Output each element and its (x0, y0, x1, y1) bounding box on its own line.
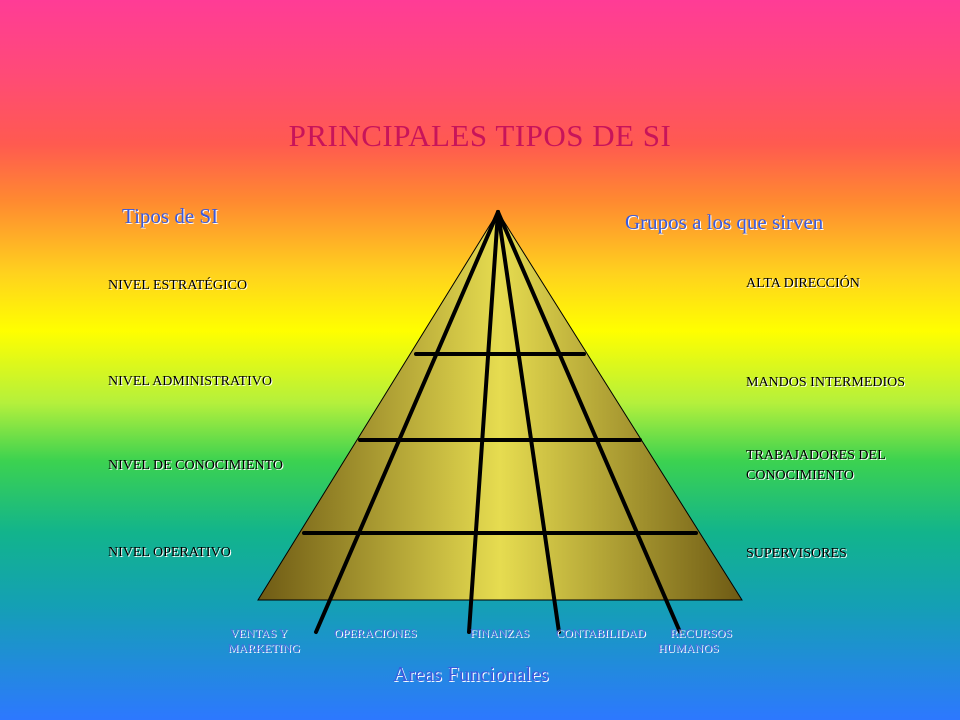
area-operations: OPERACIONES (334, 626, 417, 641)
pyramid-shape (257, 211, 743, 601)
area-label: RECURSOS (670, 626, 733, 640)
area-line-1 (314, 210, 500, 634)
pyramid-lines (302, 210, 698, 634)
group-knowledge-workers-line2: CONOCIMIENTO (746, 468, 854, 483)
level-knowledge: NIVEL DE CONOCIMIENTO (108, 458, 283, 473)
area-label: MARKETING (228, 641, 300, 655)
area-line-2 (467, 210, 500, 634)
group-knowledge-workers-line1: TRABAJADORES DEL (746, 448, 886, 463)
level-strategic: NIVEL ESTRATÉGICO (108, 278, 248, 293)
area-line-3 (496, 210, 561, 634)
area-human-resources: RECURSOS HUMANOS (658, 626, 732, 656)
page-title: PRINCIPALES TIPOS DE SI (288, 118, 672, 153)
level-administrative: NIVEL ADMINISTRATIVO (108, 374, 272, 389)
bottom-heading: Areas Funcionales (393, 662, 549, 686)
area-finance: FINANZAS (470, 626, 529, 641)
area-label: VENTAS Y (230, 626, 288, 640)
group-top-management: ALTA DIRECCIÓN (746, 276, 860, 291)
area-line-4 (496, 210, 682, 634)
area-label: FINANZAS (470, 626, 530, 640)
area-label: CONTABILIDAD (556, 626, 646, 640)
area-sales-marketing: VENTAS Y MARKETING (228, 626, 300, 656)
right-heading: Grupos a los que sirven (625, 210, 824, 234)
group-middle-managers: MANDOS INTERMEDIOS (746, 375, 906, 390)
area-label: HUMANOS (658, 641, 719, 655)
area-accounting: CONTABILIDAD (556, 626, 646, 641)
area-label: OPERACIONES (334, 626, 417, 640)
level-operational: NIVEL OPERATIVO (108, 545, 231, 560)
group-supervisors: SUPERVISORES (746, 546, 847, 561)
left-heading: Tipos de SI (122, 204, 219, 228)
